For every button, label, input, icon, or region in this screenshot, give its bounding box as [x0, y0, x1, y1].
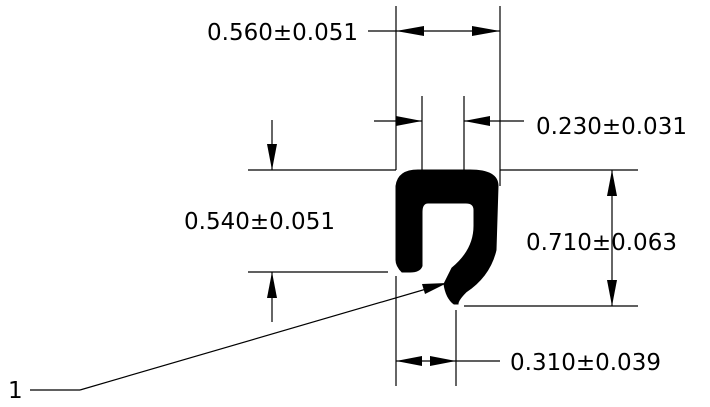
dim-top-width: 0.560±0.051: [207, 6, 501, 186]
dim-left-height: 0.540±0.051: [184, 120, 396, 322]
profile-section: [395, 169, 499, 305]
dim-bottom-offset: 0.310±0.039: [395, 276, 661, 386]
callout-leader: 1: [8, 283, 447, 404]
dim-bottom-offset-label: 0.310±0.039: [510, 350, 661, 376]
dim-overall-height-label: 0.710±0.063: [526, 230, 677, 256]
dim-left-height-label: 0.540±0.051: [184, 209, 335, 235]
dim-top-width-label: 0.560±0.051: [207, 20, 358, 46]
dim-slot-width-label: 0.230±0.031: [536, 114, 687, 140]
dim-slot-width: 0.230±0.031: [374, 96, 687, 172]
callout-label: 1: [8, 378, 23, 404]
dim-overall-height: 0.710±0.063: [464, 169, 677, 307]
